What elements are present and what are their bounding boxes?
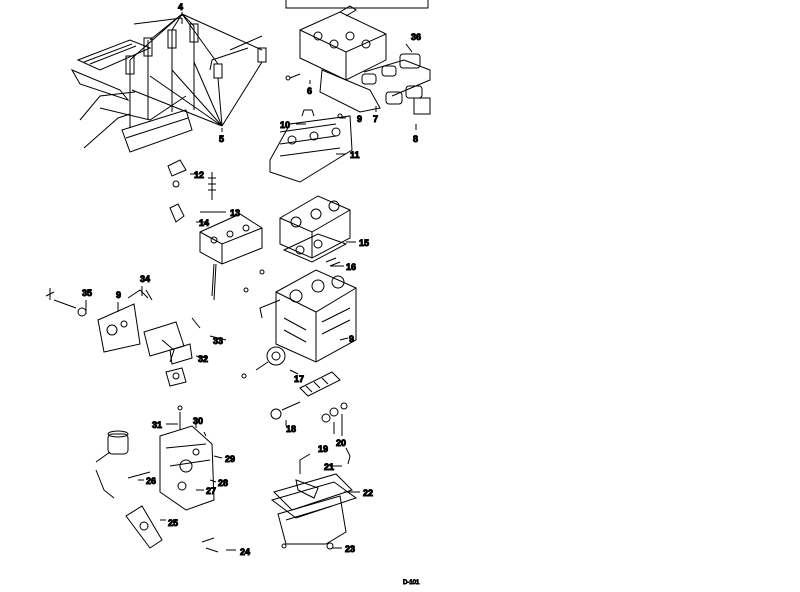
callout-11: 11 <box>350 150 360 160</box>
callout-32: 32 <box>198 354 208 364</box>
corner-mark: D-101 <box>403 580 420 586</box>
callout-10: 10 <box>280 120 290 130</box>
frame-edge <box>285 0 429 9</box>
callout-30: 30 <box>193 416 203 426</box>
cylinder-block-group <box>243 257 357 363</box>
water-pump-group <box>45 288 201 387</box>
timing-cover-group <box>95 405 219 553</box>
callout-20: 20 <box>336 438 346 448</box>
cylinder-head-group <box>167 159 351 301</box>
callout-28-lower: 28 <box>218 478 228 488</box>
callout-18: 18 <box>286 424 296 434</box>
callout-13: 13 <box>230 208 240 218</box>
callout-17: 17 <box>294 374 304 384</box>
callout-12: 12 <box>194 170 204 180</box>
leader-lines <box>85 12 417 551</box>
callout-16: 16 <box>346 262 356 272</box>
callout-22: 22 <box>363 488 373 498</box>
callout-14: 14 <box>199 218 209 228</box>
callout-27: 27 <box>206 486 216 496</box>
callout-21: 21 <box>324 462 334 472</box>
callout-33: 33 <box>213 336 223 346</box>
crankshaft-group <box>241 346 351 465</box>
callout-19: 19 <box>318 444 328 454</box>
callout-9-left: 9 <box>116 290 121 300</box>
callout-31: 31 <box>152 420 162 430</box>
callout-26: 26 <box>146 476 156 486</box>
callout-4: 4 <box>178 2 183 12</box>
rocker-cover-group <box>269 5 431 183</box>
oil-pan-group <box>270 453 358 550</box>
injector-group <box>70 13 267 153</box>
callout-labels: 4 5 6 7 8 9 10 11 12 13 14 15 16 17 18 1… <box>82 2 422 587</box>
callout-7: 7 <box>373 114 378 124</box>
callout-5: 5 <box>219 134 224 144</box>
callout-6: 6 <box>307 86 312 96</box>
callout-36: 36 <box>411 32 421 42</box>
callout-35: 35 <box>82 288 92 298</box>
callout-23: 23 <box>345 544 355 554</box>
callout-8: 8 <box>413 134 418 144</box>
callout-25: 25 <box>168 518 178 528</box>
callout-15: 15 <box>359 238 369 248</box>
callout-9-block: 9 <box>349 334 354 344</box>
callout-29: 29 <box>225 454 235 464</box>
callout-34: 34 <box>140 274 150 284</box>
callout-9-top: 9 <box>357 114 362 124</box>
callout-24: 24 <box>240 547 250 557</box>
